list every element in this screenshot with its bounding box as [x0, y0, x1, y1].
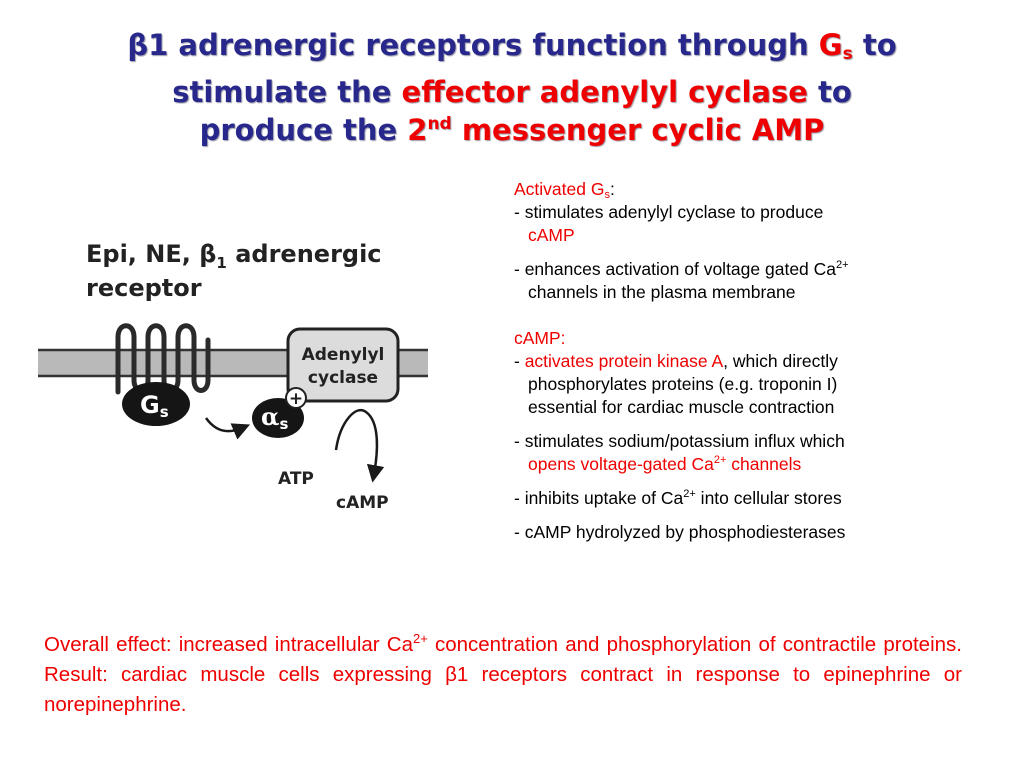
title-line-2: stimulate the effector adenylyl cyclase …	[172, 75, 852, 109]
activated-gs-heading: Activated Gs:	[514, 179, 615, 201]
title-line-3: produce the 2nd messenger cyclic AMP	[199, 113, 825, 147]
note-item-5: - inhibits uptake of Ca2+ into cellular …	[514, 488, 842, 508]
gs-label: Gs	[140, 391, 169, 421]
note-item-3-cont2: essential for cardiac muscle contraction	[528, 397, 835, 417]
receptor-diagram: Epi, NE, β1 adrenergic receptor Gs Adeny…	[38, 240, 428, 513]
note-item-1: - stimulates adenylyl cyclase to produce	[514, 202, 824, 222]
alpha-s-subunit	[252, 398, 304, 438]
camp-heading: cAMP:	[514, 328, 566, 348]
stimulation-plus-icon	[285, 387, 307, 409]
note-item-6: - cAMP hydrolyzed by phosphodiesterases	[514, 522, 846, 542]
note-item-4-cont: opens voltage-gated Ca2+ channels	[528, 454, 802, 474]
title-effector: effector adenylyl cyclase	[401, 75, 808, 109]
note-item-4: - stimulates sodium/potassium influx whi…	[514, 431, 845, 451]
diagram-heading-line2: receptor	[86, 274, 202, 302]
atp-label: ATP	[278, 469, 314, 489]
note-item-3: - activates protein kinase A, which dire…	[514, 351, 838, 371]
atp-to-camp-arrow	[334, 409, 385, 483]
camp-label: cAMP	[336, 493, 389, 513]
slide-title: β1 adrenergic receptors function through…	[100, 26, 924, 149]
title-line-1: β1 adrenergic receptors function through…	[127, 28, 897, 64]
title-beta: β	[127, 28, 149, 62]
notes-panel: Activated Gs: - stimulates adenylyl cycl…	[514, 178, 984, 544]
diagram-heading-line1: Epi, NE, β1 adrenergic	[86, 240, 382, 272]
svg-text:+: +	[289, 389, 303, 409]
receptor-helices	[115, 323, 211, 395]
note-item-2: - enhances activation of voltage gated C…	[514, 259, 849, 279]
gs-protein	[122, 382, 190, 426]
note-item-2-cont: channels in the plasma membrane	[528, 282, 796, 302]
note-item-1-camp: cAMP	[528, 225, 575, 245]
title-gs: Gs	[818, 28, 853, 64]
cyclase-label-line2: cyclase	[308, 368, 378, 388]
overall-effect-paragraph: Overall effect: increased intracellular …	[44, 631, 962, 716]
activation-arrow	[204, 417, 251, 440]
note-item-3-cont1: phosphorylates proteins (e.g. troponin I…	[528, 374, 838, 394]
title-second: 2nd	[407, 113, 452, 147]
title-messenger: messenger cyclic AMP	[451, 113, 825, 147]
cyclase-label-line1: Adenylyl	[302, 345, 385, 365]
alpha-s-label: αs	[261, 402, 288, 433]
adenylyl-cyclase	[286, 327, 400, 403]
